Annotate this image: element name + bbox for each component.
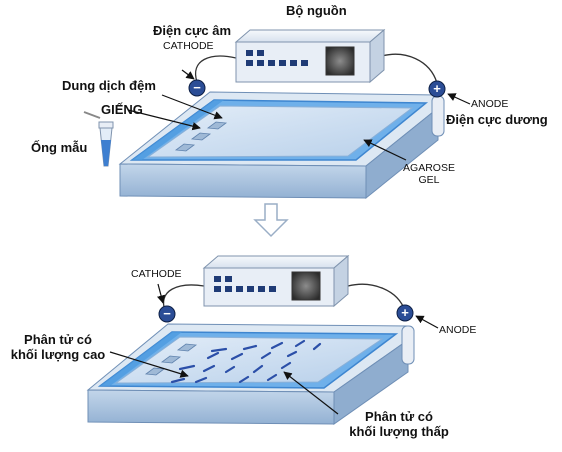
minus-sign-bottom: − (163, 306, 171, 321)
dna-bands (170, 339, 322, 384)
plus-sign-top: + (433, 81, 441, 96)
power-supply-bottom-icon (202, 254, 350, 308)
agarose-gel-line1: AGAROSE (403, 162, 455, 174)
top-cathode-electrode: − (188, 79, 206, 97)
buffer-label: Dung dịch đệm (62, 78, 156, 93)
cathode-vn-label: Điện cực âm (153, 23, 232, 38)
top-gel-tank (118, 91, 439, 200)
top-anode-post (431, 95, 445, 137)
cathode-label-top: CATHODE (163, 40, 214, 52)
bottom-cathode-wire (162, 284, 205, 312)
high-mw-line1: Phân tử có (24, 332, 92, 347)
plus-sign-bottom: + (401, 305, 409, 320)
top-pointer-arrows (127, 69, 471, 161)
agarose-gel-line2: GEL (418, 174, 440, 187)
down-arrow-icon (253, 203, 289, 238)
bottom-gel-tank (86, 323, 409, 425)
anode-label-top: ANODE (471, 98, 509, 110)
bottom-cathode-electrode: − (158, 305, 176, 323)
agarose-gel-label: AGAROSE GEL (396, 162, 462, 186)
cathode-label-bottom: CATHODE (131, 268, 182, 280)
sample-tube-label: Ống mẫu (31, 140, 88, 155)
high-mw-label: Phân tử có khối lượng cao (6, 332, 110, 363)
high-mw-line2: khối lượng cao (10, 346, 106, 362)
power-supply-label: Bộ nguồn (286, 3, 347, 18)
bottom-anode-electrode: + (396, 304, 414, 322)
bottom-anode-wire (347, 283, 406, 312)
sample-tube-icon (83, 111, 114, 167)
bottom-anode-post (401, 325, 415, 365)
low-mw-line2: khối lượng thấp (349, 423, 449, 439)
top-cathode-wire (194, 55, 237, 83)
bottom-pointer-arrows (109, 283, 439, 415)
anode-vn-label: Điện cực dương (446, 112, 548, 127)
minus-sign-top: − (193, 80, 201, 95)
top-anode-wire (381, 53, 438, 84)
top-anode-electrode: + (428, 80, 446, 98)
low-mw-line1: Phân tử có (365, 409, 433, 424)
low-mw-label: Phân tử có khối lượng thấp (340, 409, 458, 440)
anode-label-bottom: ANODE (439, 324, 477, 336)
power-supply-icon (234, 28, 386, 84)
wells-label: GIẾNG (101, 102, 143, 117)
